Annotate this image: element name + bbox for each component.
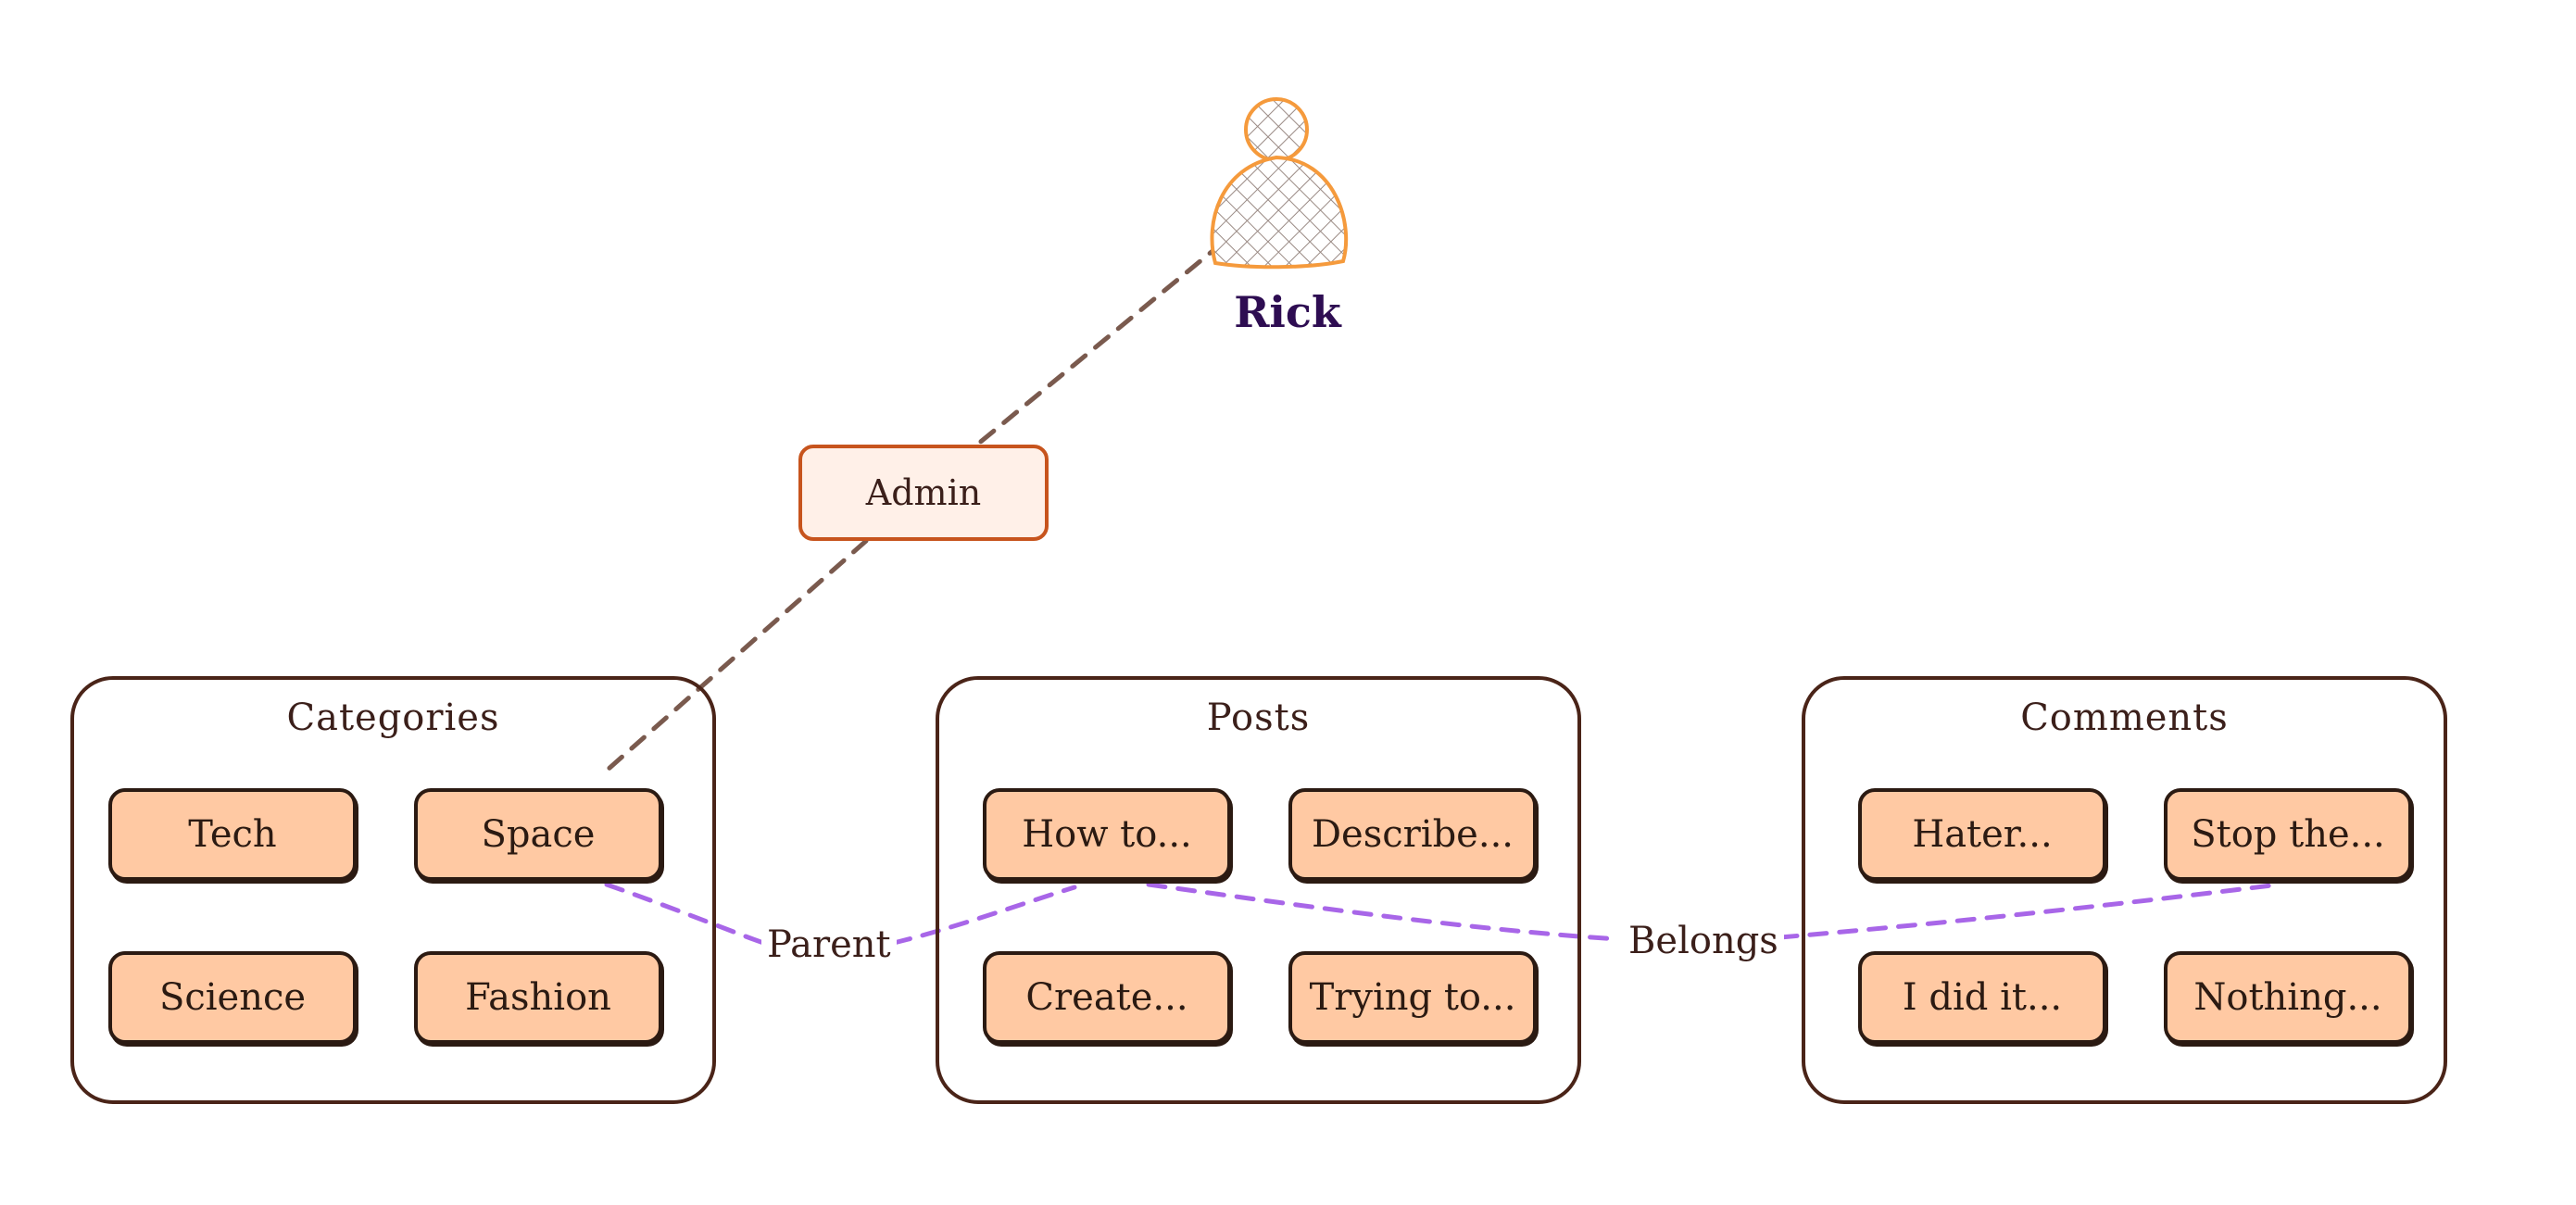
group-categories[interactable]: Categories Tech Space Science Fashion bbox=[70, 676, 716, 1104]
actor-to-category-connector bbox=[597, 240, 1225, 779]
card-trying-to[interactable]: Trying to... bbox=[1288, 951, 1537, 1044]
card-space[interactable]: Space bbox=[414, 788, 662, 881]
card-nothing[interactable]: Nothing... bbox=[2164, 951, 2412, 1044]
belongs-connector bbox=[1146, 882, 2281, 942]
group-comments[interactable]: Comments Hater... Stop the... I did it..… bbox=[1802, 676, 2447, 1104]
edge-label-belongs: Belongs bbox=[1623, 919, 1784, 963]
group-posts[interactable]: Posts How to... Describe... Create... Tr… bbox=[936, 676, 1581, 1104]
card-stop-the[interactable]: Stop the... bbox=[2164, 788, 2412, 881]
group-title: Posts bbox=[1206, 697, 1311, 739]
card-create[interactable]: Create... bbox=[983, 951, 1231, 1044]
group-title: Comments bbox=[2020, 697, 2229, 739]
user-icon bbox=[1210, 97, 1349, 270]
group-title: Categories bbox=[286, 697, 500, 739]
card-tech[interactable]: Tech bbox=[108, 788, 357, 881]
role-admin[interactable]: Admin bbox=[798, 445, 1049, 541]
card-hater[interactable]: Hater... bbox=[1858, 788, 2106, 881]
card-science[interactable]: Science bbox=[108, 951, 357, 1044]
card-fashion[interactable]: Fashion bbox=[414, 951, 662, 1044]
parent-connector bbox=[604, 882, 1077, 948]
card-how-to[interactable]: How to... bbox=[983, 788, 1231, 881]
card-i-did-it[interactable]: I did it... bbox=[1858, 951, 2106, 1044]
actor-name: Rick bbox=[1234, 287, 1341, 337]
edge-label-parent: Parent bbox=[761, 923, 897, 967]
card-describe[interactable]: Describe... bbox=[1288, 788, 1537, 881]
